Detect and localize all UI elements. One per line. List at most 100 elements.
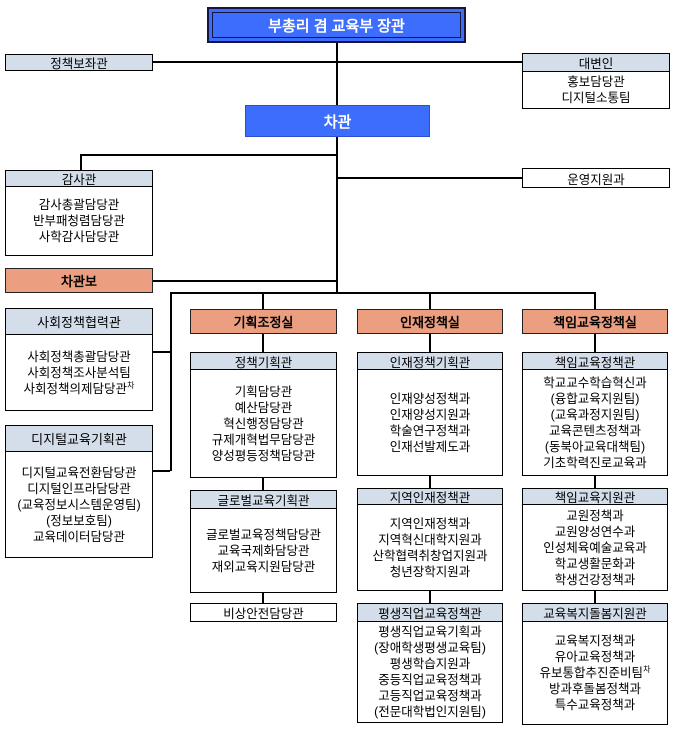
bureau-title: 디지털교육기획관 <box>5 425 153 452</box>
office-talent-policy: 인재정책실 <box>357 309 503 334</box>
connector-line <box>336 43 338 105</box>
connector-line <box>153 61 522 63</box>
connector-line <box>429 473 431 488</box>
vice-minister-label: 차관 <box>323 113 352 131</box>
org-unit-item: 디지털교육전환담당관 <box>21 465 137 480</box>
org-unit-item: 양성평등정책담당관 <box>211 448 316 463</box>
bureau-title: 평생직업교육정책관 <box>357 603 503 622</box>
org-unit-item: 특수교육정책과 <box>554 698 636 712</box>
minister-label: 부총리 겸 교육부 장관 <box>268 17 405 35</box>
connector-line <box>153 280 336 282</box>
connector-line <box>262 590 264 603</box>
org-unit-item: 학교교수학습혁신과 <box>543 375 647 390</box>
org-unit-item: 유보통합추진준비팀차 <box>539 664 651 680</box>
bureau-title: 사회정책협력관 <box>5 308 153 335</box>
org-unit-item: 인성체육예술교육과 <box>543 540 647 555</box>
org-unit-item: 예산담당관 <box>234 400 293 415</box>
org-unit-item: 홍보담당관 <box>567 75 625 89</box>
emergency-safety-label: 비상안전담당관 <box>223 607 304 621</box>
vice-minister-box: 차관 <box>245 105 430 137</box>
org-unit-item: 방과후돌봄정책과 <box>548 682 641 696</box>
org-unit-item: 교원정책과 <box>566 508 624 523</box>
connector-line <box>594 473 596 488</box>
org-unit-item: 반부패청렴담당관 <box>32 214 125 228</box>
connector-line <box>336 137 338 293</box>
connector-line <box>262 334 264 352</box>
org-unit-item: (정보보호팀) <box>46 513 112 528</box>
org-unit-item: 재외교육지원담당관 <box>211 559 316 574</box>
org-unit-item: 인재양성지원과 <box>389 407 471 422</box>
org-unit-item: 학교생활문화과 <box>554 556 636 571</box>
org-unit-item: 감사총괄담당관 <box>38 198 120 212</box>
org-unit-item: 중등직업교육정책과 <box>378 673 482 687</box>
deputy-minister-label: 차관보 <box>61 274 97 289</box>
bureau-title: 교육복지돌봄지원관 <box>522 603 668 622</box>
office-planning-coordination: 기획조정실 <box>190 309 337 334</box>
org-unit-item: 교육데이터담당관 <box>32 529 125 544</box>
connector-line <box>170 292 595 294</box>
org-unit-item: 기획담당관 <box>234 384 293 399</box>
org-unit-item: 지역인재정책과 <box>389 516 471 531</box>
connector-line <box>429 588 431 603</box>
operation-support-box: 운영지원과 <box>522 168 670 188</box>
org-unit-item: 사학감사담당관 <box>38 230 120 244</box>
office-title: 기획조정실 <box>233 315 294 330</box>
connector-line <box>262 475 264 490</box>
org-unit-item: 유아교육정책과 <box>554 650 636 664</box>
org-unit-item: 평생학습지원과 <box>389 657 471 671</box>
org-unit-item: 디지털소통팀 <box>561 91 631 105</box>
org-unit-item: 평생직업교육기획과 <box>378 625 482 639</box>
org-unit-item: 교육콘텐츠정책과 <box>548 423 641 438</box>
office-title: 인재정책실 <box>400 315 460 330</box>
org-unit-item: 고등직업교육정책과 <box>378 689 482 703</box>
org-unit-item: 디지털인프라담당관 <box>27 481 131 496</box>
minister-box: 부총리 겸 교육부 장관 <box>207 7 466 43</box>
connector-line <box>262 292 264 309</box>
bureau-title: 책임교육정책관 <box>522 352 668 370</box>
org-unit-item: 사회정책총괄담당관 <box>27 349 131 364</box>
connector-line <box>80 154 337 156</box>
audit-office-title: 감사관 <box>5 170 153 187</box>
office-title: 책임교육정책실 <box>553 315 637 330</box>
connector-line <box>429 334 431 352</box>
office-responsible-education-policy: 책임교육정책실 <box>522 309 668 334</box>
org-unit-item: (장애학생평생교육팀) <box>374 641 486 655</box>
operation-support-label: 운영지원과 <box>567 172 625 187</box>
connector-line <box>594 334 596 352</box>
org-unit-item: 사회정책조사분석팀 <box>27 365 131 380</box>
spokesperson-title: 대변인 <box>522 53 670 72</box>
connector-line <box>80 154 82 170</box>
policy-advisor-box: 정책보좌관 <box>5 54 153 71</box>
bureau-responsible-education-policy: 책임교육정책관 학교교수학습혁신과(융합교육지원팀)(교육과정지원팀)교육콘텐츠… <box>522 352 668 476</box>
deputy-minister-box: 차관보 <box>5 268 153 293</box>
org-unit-item: 혁신행정담당관 <box>223 416 304 431</box>
connector-line <box>594 588 596 603</box>
org-unit-item: 교육복지정책과 <box>554 634 636 648</box>
emergency-safety-box: 비상안전담당관 <box>190 603 337 622</box>
bureau-title: 글로벌교육기획관 <box>190 490 337 509</box>
org-unit-item: 인재양성정책과 <box>389 391 471 406</box>
org-unit-item: 교육국제화담당관 <box>217 543 310 558</box>
org-unit-item: 지역혁신대학지원과 <box>378 532 482 547</box>
bureau-items: 학교교수학습혁신과(융합교육지원팀)(교육과정지원팀)교육콘텐츠정책과(동북아교… <box>522 370 668 476</box>
connector-line <box>170 292 172 471</box>
connector-line <box>336 177 522 179</box>
